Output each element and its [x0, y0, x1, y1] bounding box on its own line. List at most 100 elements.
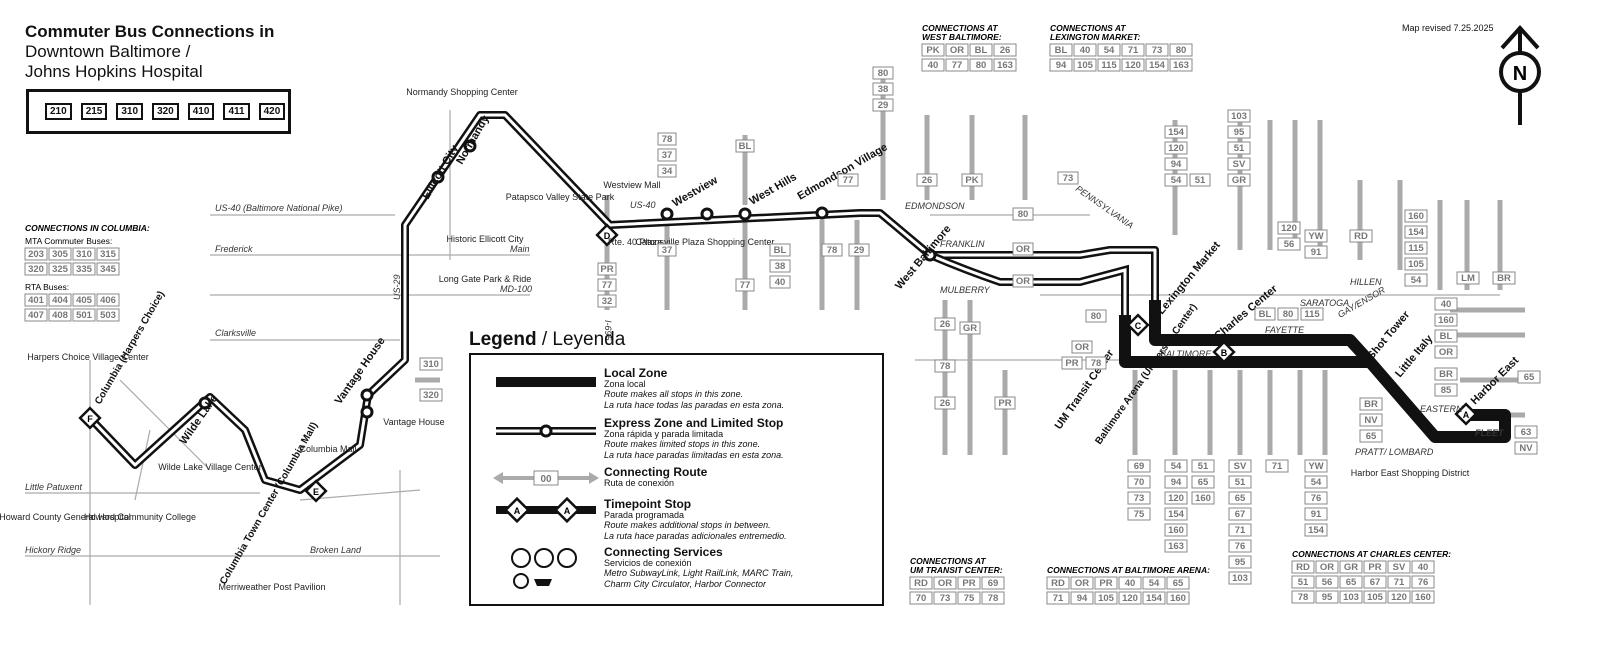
circulator-icon	[513, 573, 529, 589]
svg-text:A: A	[514, 506, 521, 516]
place-columbia-mall: Columbia Mall	[299, 444, 356, 454]
conn-hilton-up: 77	[843, 175, 854, 186]
conn-eutaw-down: 54 94 120 154 160 163	[1164, 459, 1188, 553]
route-code: 345	[100, 264, 117, 275]
svg-text:76: 76	[1235, 541, 1246, 552]
route-code: 160	[1415, 592, 1431, 603]
conn-pulaski-low: 26	[940, 398, 951, 409]
svg-text:91: 91	[1311, 247, 1322, 258]
legend-timepoint: Timepoint Stop Parada programada Route m…	[604, 497, 787, 541]
conn-saratoga-right: BL 80 115	[1254, 307, 1324, 321]
route-code: SV	[1393, 562, 1406, 573]
street-eastern: EASTERN	[1420, 404, 1463, 414]
route-code: 40	[928, 60, 939, 71]
route-badge[interactable]: 215	[80, 103, 108, 120]
route-code: 26	[1000, 45, 1011, 56]
route-badge[interactable]: 310	[116, 103, 144, 120]
legend-symbols: 00 A A	[493, 377, 599, 589]
street-i695: I-695	[603, 320, 613, 342]
svg-text:75: 75	[1134, 509, 1145, 520]
route-code: 80	[976, 60, 987, 71]
stop-vantage-house: Vantage House	[333, 335, 388, 406]
svg-text:BL: BL	[774, 245, 787, 256]
conn-yw: YW 91	[1304, 229, 1328, 259]
conn-or-west: OR	[1016, 244, 1030, 255]
svg-text:NV: NV	[1364, 415, 1378, 426]
route-code: 103	[1343, 592, 1359, 603]
svg-text:BL: BL	[1440, 331, 1453, 342]
route-code: 71	[1053, 593, 1064, 604]
revision-date: Map revised 7.25.2025	[1402, 23, 1494, 33]
svg-text:54: 54	[1411, 275, 1422, 286]
route-code: 77	[952, 60, 963, 71]
svg-text:C: C	[1135, 321, 1142, 331]
conn-greenmount: RD	[1354, 231, 1368, 242]
timepoint-a[interactable]: A	[1454, 402, 1478, 426]
route-code: RD	[914, 578, 928, 589]
svg-text:37: 37	[662, 150, 673, 161]
svg-text:77: 77	[602, 280, 613, 291]
timepoint-c[interactable]: C	[1126, 313, 1150, 337]
street-little-patuxent: Little Patuxent	[25, 482, 83, 492]
legend-services: Connecting Services Servicios de conexió…	[604, 545, 794, 589]
route-code: 40	[1418, 562, 1429, 573]
svg-text:120: 120	[1168, 143, 1184, 154]
marc-train-icon	[557, 548, 577, 568]
route-code: 154	[1146, 593, 1163, 604]
route-code: 310	[76, 249, 92, 260]
svg-text:78: 78	[662, 134, 673, 145]
timepoint-e[interactable]: E	[304, 479, 328, 503]
conn-guilford: 120 56	[1277, 221, 1301, 251]
conn-fayette-right: 40 160 BL OR	[1434, 297, 1458, 359]
route-code: 65	[1346, 577, 1357, 588]
svg-text:160: 160	[1438, 315, 1454, 326]
route-badge[interactable]: 410	[187, 103, 215, 120]
svg-text:D: D	[604, 231, 611, 241]
conn-president: BR NV 65	[1359, 397, 1383, 443]
svg-text:BL: BL	[1259, 309, 1272, 320]
street-baltimore: BALTIMORE	[1160, 349, 1212, 359]
svg-text:80: 80	[878, 68, 889, 79]
legend-title: Legend / Leyenda	[469, 329, 626, 350]
svg-text:160: 160	[1168, 525, 1184, 536]
svg-text:115: 115	[1408, 243, 1424, 254]
svg-text:54: 54	[1311, 477, 1322, 488]
street-us40: US-40	[630, 200, 656, 210]
conn-calvert: 71	[1272, 461, 1283, 472]
route-badge[interactable]: 210	[45, 103, 72, 120]
route-code: PR	[1368, 562, 1381, 573]
map-title: Commuter Bus Connections in	[25, 22, 275, 41]
route-code: 69	[988, 578, 999, 589]
route-code: 40	[1080, 45, 1091, 56]
street-franklin: FRANKLIN	[940, 239, 985, 249]
um-header-1: CONNECTIONS AT	[910, 556, 986, 566]
route-code: 65	[1173, 578, 1184, 589]
conn-hilton-down: 29	[854, 245, 865, 256]
conn-st-paul: 103 95 51 SV GR	[1227, 109, 1251, 187]
svg-text:154: 154	[1168, 509, 1185, 520]
street-hickory-ridge: Hickory Ridge	[25, 545, 81, 555]
timepoint-f[interactable]: F	[78, 406, 102, 430]
route-code: 105	[1098, 593, 1115, 604]
west-balt-header-1: CONNECTIONS AT	[922, 23, 998, 33]
columbia-header: CONNECTIONS IN COLUMBIA:	[25, 223, 150, 233]
conn-athol: 78	[827, 245, 838, 256]
route-code: 80	[1176, 45, 1187, 56]
route-badge[interactable]: 320	[152, 103, 179, 120]
place-long-gate: Long Gate Park & Ride	[439, 274, 532, 284]
svg-text:F: F	[87, 414, 93, 424]
route-code: 120	[1391, 592, 1407, 603]
svg-text:71: 71	[1235, 525, 1246, 536]
timepoint-b[interactable]: B	[1212, 340, 1236, 364]
timepoint-d[interactable]: D	[595, 223, 619, 247]
north-arrow-icon: N	[1499, 25, 1541, 125]
svg-text:29: 29	[878, 100, 889, 111]
route-badge[interactable]: 411	[223, 103, 250, 120]
route-code: 335	[76, 264, 93, 275]
route-code: 78	[1298, 592, 1309, 603]
conn-edmondson: 77	[740, 280, 751, 291]
stop-shot-tower: Shot Tower	[1365, 308, 1413, 362]
route-badge[interactable]: 420	[258, 103, 286, 120]
